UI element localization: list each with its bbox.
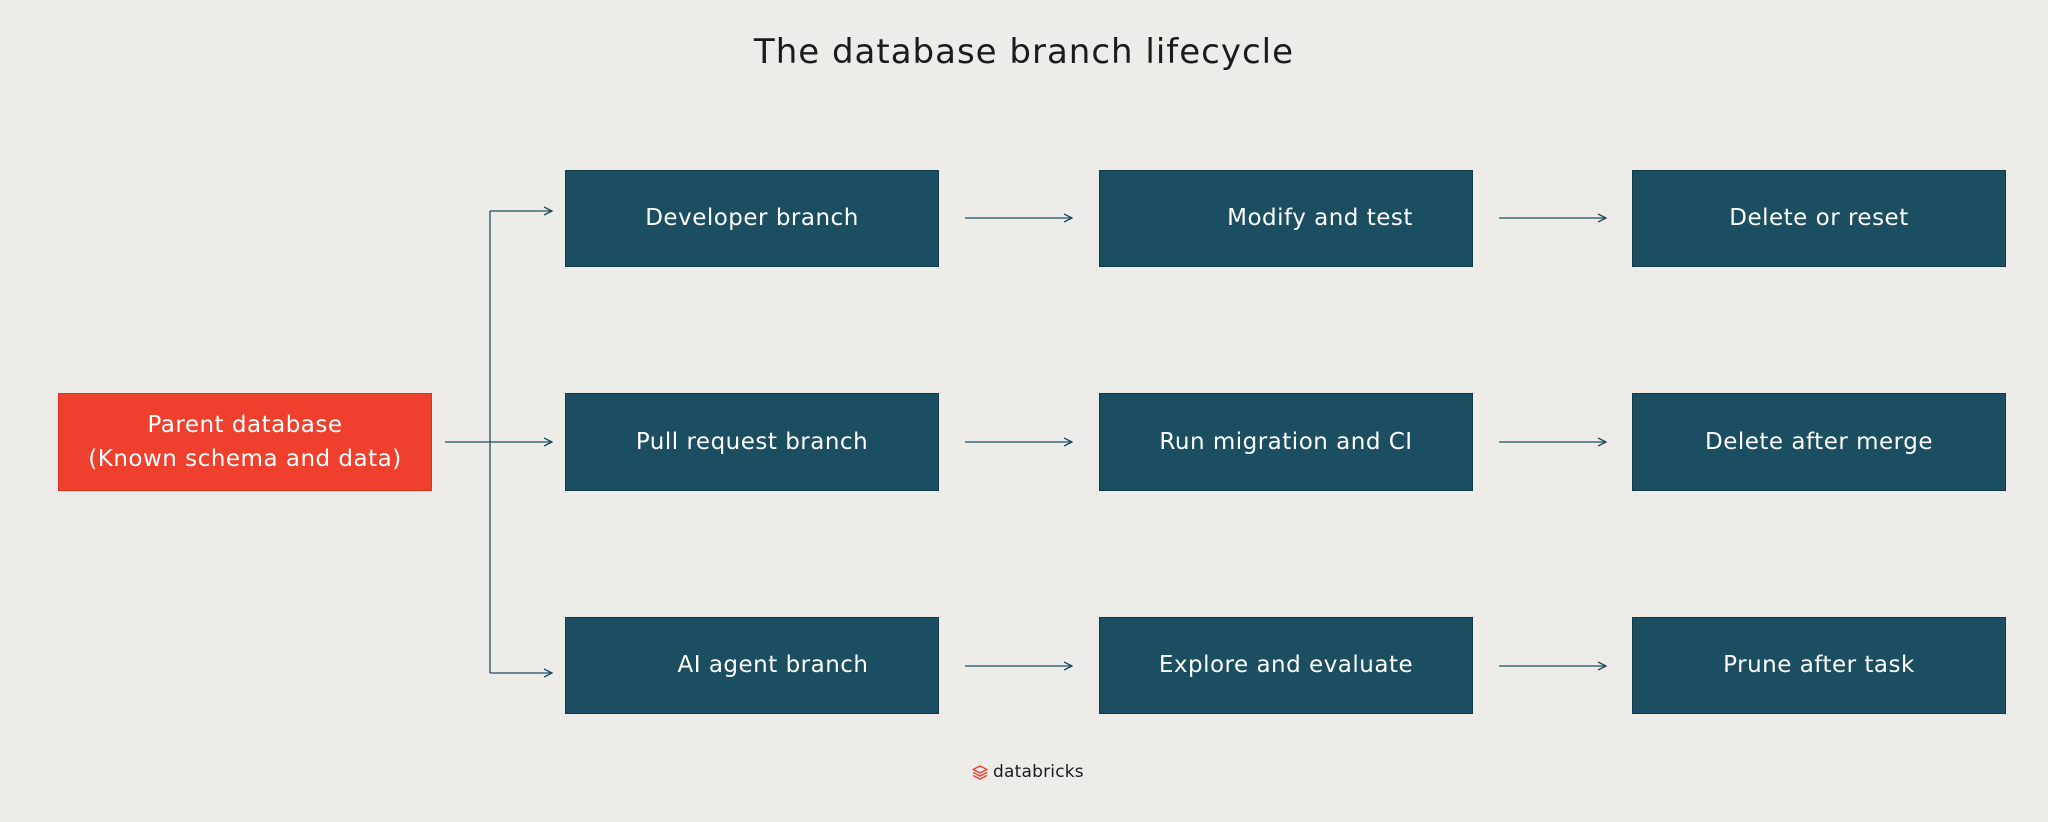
databricks-logo-icon	[972, 764, 988, 780]
ai-agent-branch-box: AI agent branch	[565, 617, 939, 714]
pull-request-branch-box: Pull request branch	[565, 393, 939, 491]
parent-database-box: Parent database (Known schema and data)	[58, 393, 432, 491]
modify-and-test-box: Modify and test	[1099, 170, 1473, 267]
parent-database-label: Parent database	[147, 411, 343, 438]
diagram-title: The database branch lifecycle	[753, 32, 1295, 72]
prune-after-task-box: Prune after task	[1632, 617, 2006, 714]
explore-and-evaluate-box: Explore and evaluate	[1099, 617, 1473, 714]
databricks-logo: databricks	[972, 762, 1084, 782]
run-migration-and-ci-box: Run migration and CI	[1099, 393, 1473, 491]
delete-after-merge-box: Delete after merge	[1632, 393, 2006, 491]
delete-or-reset-box: Delete or reset	[1632, 170, 2006, 267]
parent-database-sublabel: (Known schema and data)	[88, 446, 402, 472]
developer-branch-box: Developer branch	[565, 170, 939, 267]
databricks-logo-text: databricks	[993, 762, 1084, 782]
